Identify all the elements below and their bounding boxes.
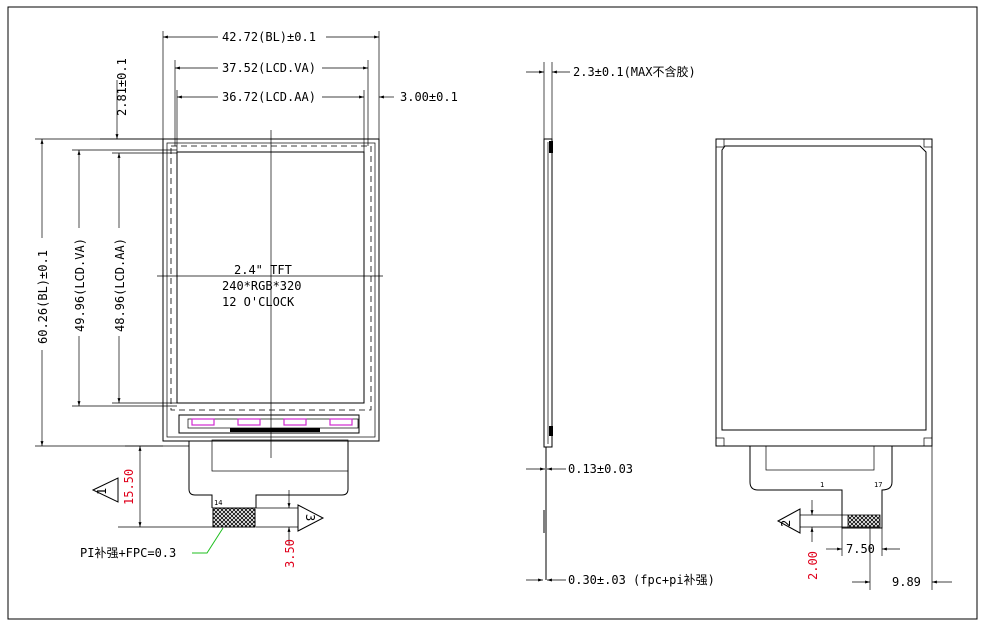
tail-height-dimension: 3.50 [283, 539, 297, 568]
back-view: 1 17 2.00 2 7.50 9.89 [715, 138, 952, 590]
back-outline [715, 138, 933, 447]
height-va-dimension: 49.96(LCD.VA) [73, 238, 87, 332]
back-inner-outline [721, 145, 927, 431]
height-aa-dimension: 48.96(LCD.AA) [113, 238, 127, 332]
fpc-window [211, 439, 349, 472]
back-corner-tr [923, 138, 933, 148]
back-fpc-window [765, 445, 875, 471]
side-bottom-tab [549, 426, 553, 436]
right-offset-dimension: 3.00±0.1 [400, 90, 458, 104]
thickness-dimension: 2.3±0.1(MAX不含胶) [573, 64, 696, 79]
side-module-outline [543, 138, 553, 448]
ic-pad-3 [283, 418, 307, 426]
fpc-thickness-dimension: 0.13±0.03 [568, 462, 633, 476]
marker-2-label: 2 [779, 520, 793, 527]
marker-triangle-1 [91, 477, 119, 503]
offset-a-dimension: 7.50 [846, 542, 875, 556]
viewing-direction-label: 12 O'CLOCK [222, 295, 295, 309]
fpc-length-dimension: 15.50 [122, 469, 136, 505]
active-area-outline [176, 151, 365, 404]
marker-3-label: 3 [303, 514, 317, 521]
sheet-border [7, 6, 978, 620]
top-offset-dimension: 2.81±0.1 [115, 58, 129, 116]
fpc-outline [188, 441, 349, 508]
width-bl-dimension: 42.72(BL)±0.1 [222, 30, 316, 44]
side-top-tab [549, 141, 553, 153]
front-view: 2.4" TFT 240*RGB*320 12 O'CLOCK 14 42.72… [35, 30, 458, 568]
marker-triangle-3 [297, 504, 325, 532]
pin-last-label: 17 [874, 481, 882, 489]
width-va-dimension: 37.52(LCD.VA) [222, 61, 316, 75]
pitch-height-dimension: 2.00 [806, 551, 820, 580]
marker-triangle-2 [776, 508, 801, 534]
offset-b-dimension: 9.89 [892, 575, 921, 589]
height-bl-dimension: 60.26(BL)±0.1 [36, 250, 50, 344]
glass-ledge [178, 414, 360, 434]
back-corner-bl [715, 437, 725, 447]
side-view: 2.3±0.1(MAX不含胶) 0.13±0.03 0.30±.03 (fpc+… [526, 62, 715, 587]
pin-first-label: 1 [820, 481, 824, 489]
driver-ic [230, 428, 320, 432]
panel-resolution-label: 240*RGB*320 [222, 279, 301, 293]
pin-label: 14 [214, 499, 222, 507]
pi-note-label: PI补强+FPC=0.3 [80, 546, 176, 560]
pi-stiffener [212, 507, 256, 528]
back-corner-tl [715, 138, 725, 148]
marker-1-label: 1 [95, 488, 109, 495]
back-corner-br [923, 437, 933, 447]
panel-size-label: 2.4" TFT [234, 263, 292, 277]
back-contact-pads [847, 514, 881, 528]
pi-note-leader [192, 527, 224, 554]
ic-pad-4 [329, 418, 353, 426]
ic-pad-2 [237, 418, 261, 426]
width-aa-dimension: 36.72(LCD.AA) [222, 90, 316, 104]
ic-pad-1 [191, 418, 215, 426]
stiffener-thickness-dimension: 0.30±.03 (fpc+pi补强) [568, 573, 715, 587]
